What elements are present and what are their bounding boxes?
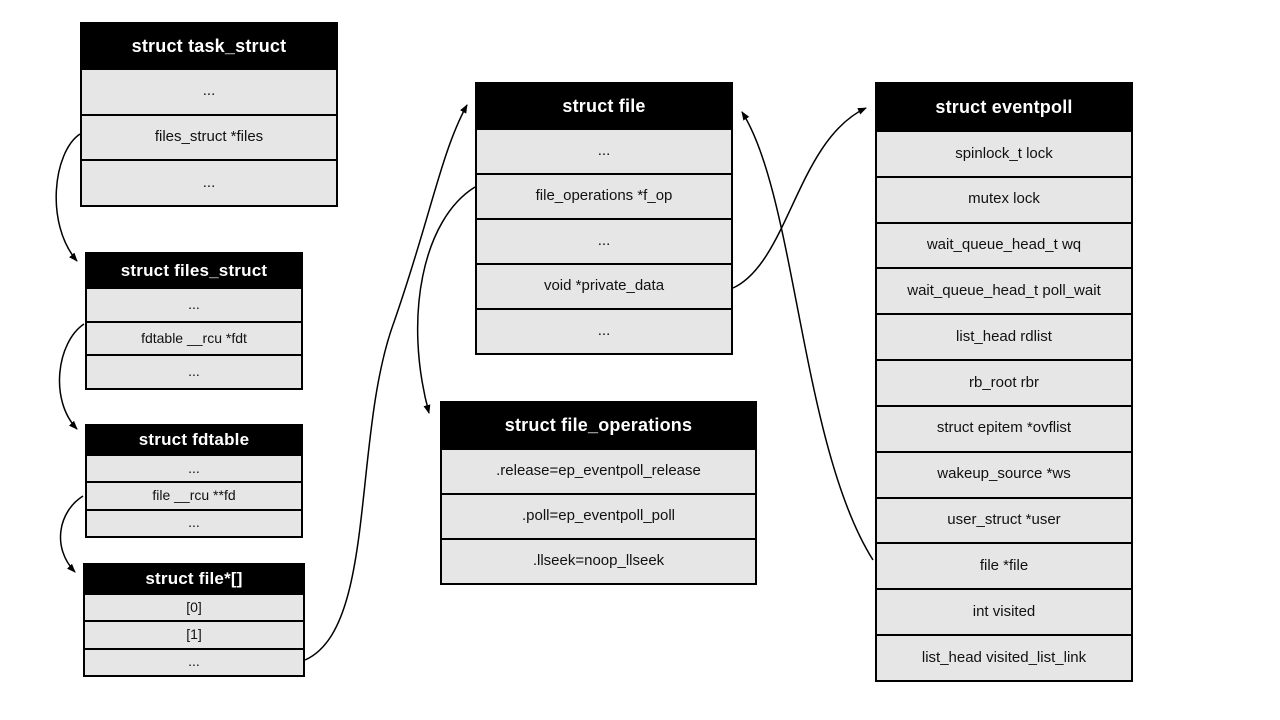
struct-file-array-box: struct file*[] [0] [1] ... — [83, 563, 305, 677]
eventpoll-row-ws: wakeup_source *ws — [877, 450, 1131, 497]
arrow-file-private-data-to-eventpoll — [732, 107, 867, 289]
struct-files-struct-box: struct files_struct ... fdtable __rcu *f… — [85, 252, 303, 390]
files-struct-row-ellipsis-2: ... — [87, 354, 301, 389]
file-operations-row-poll: .poll=ep_eventpoll_poll — [442, 493, 755, 538]
eventpoll-row-poll-wait: wait_queue_head_t poll_wait — [877, 267, 1131, 314]
fdtable-row-ellipsis-1: ... — [87, 454, 301, 482]
eventpoll-row-ovflist: struct epitem *ovflist — [877, 404, 1131, 451]
struct-file-operations-box: struct file_operations .release=ep_event… — [440, 401, 757, 585]
file-row-f-op: file_operations *f_op — [477, 173, 731, 218]
files-struct-row-ellipsis-1: ... — [87, 287, 301, 321]
task-struct-row-files: files_struct *files — [82, 113, 336, 160]
file-operations-row-llseek: .llseek=noop_llseek — [442, 538, 755, 583]
arrow-task-struct-to-files-struct — [55, 133, 81, 262]
fdtable-row-ellipsis-2: ... — [87, 508, 301, 536]
struct-file-box: struct file ... file_operations *f_op ..… — [475, 82, 733, 355]
struct-files-struct-title: struct files_struct — [87, 254, 301, 287]
struct-task-struct-title: struct task_struct — [82, 24, 336, 68]
file-row-ellipsis-2: ... — [477, 218, 731, 263]
eventpoll-row-visited-list-link: list_head visited_list_link — [877, 634, 1131, 680]
task-struct-row-ellipsis-1: ... — [82, 68, 336, 114]
eventpoll-row-mutex: mutex lock — [877, 175, 1131, 222]
eventpoll-row-rdlist: list_head rdlist — [877, 313, 1131, 360]
eventpoll-row-wq: wait_queue_head_t wq — [877, 221, 1131, 268]
file-array-row-1: [1] — [85, 620, 303, 648]
arrow-fdtable-to-file-array — [59, 495, 84, 573]
eventpoll-row-user: user_struct *user — [877, 496, 1131, 543]
file-row-private-data: void *private_data — [477, 263, 731, 308]
file-row-ellipsis-3: ... — [477, 308, 731, 353]
file-row-ellipsis-1: ... — [477, 128, 731, 173]
struct-task-struct-box: struct task_struct ... files_struct *fil… — [80, 22, 338, 207]
struct-eventpoll-box: struct eventpoll spinlock_t lock mutex l… — [875, 82, 1133, 682]
arrow-files-struct-to-fdtable — [58, 323, 85, 430]
struct-fdtable-box: struct fdtable ... file __rcu **fd ... — [85, 424, 303, 538]
struct-eventpoll-title: struct eventpoll — [877, 84, 1131, 130]
eventpoll-row-spinlock: spinlock_t lock — [877, 130, 1131, 176]
eventpoll-row-visited: int visited — [877, 588, 1131, 635]
file-array-row-ellipsis: ... — [85, 647, 303, 675]
arrow-eventpoll-file-to-file — [741, 111, 874, 561]
struct-file-operations-title: struct file_operations — [442, 403, 755, 448]
eventpoll-row-file: file *file — [877, 542, 1131, 589]
file-operations-row-release: .release=ep_eventpoll_release — [442, 448, 755, 493]
eventpoll-row-rbr: rb_root rbr — [877, 359, 1131, 405]
task-struct-row-ellipsis-2: ... — [82, 159, 336, 206]
file-array-row-0: [0] — [85, 593, 303, 621]
struct-file-title: struct file — [477, 84, 731, 128]
arrow-file-fop-to-file-operations — [416, 186, 476, 414]
struct-file-array-title: struct file*[] — [85, 565, 303, 593]
files-struct-row-fdt: fdtable __rcu *fdt — [87, 320, 301, 355]
fdtable-row-fd: file __rcu **fd — [87, 481, 301, 509]
struct-fdtable-title: struct fdtable — [87, 426, 301, 454]
